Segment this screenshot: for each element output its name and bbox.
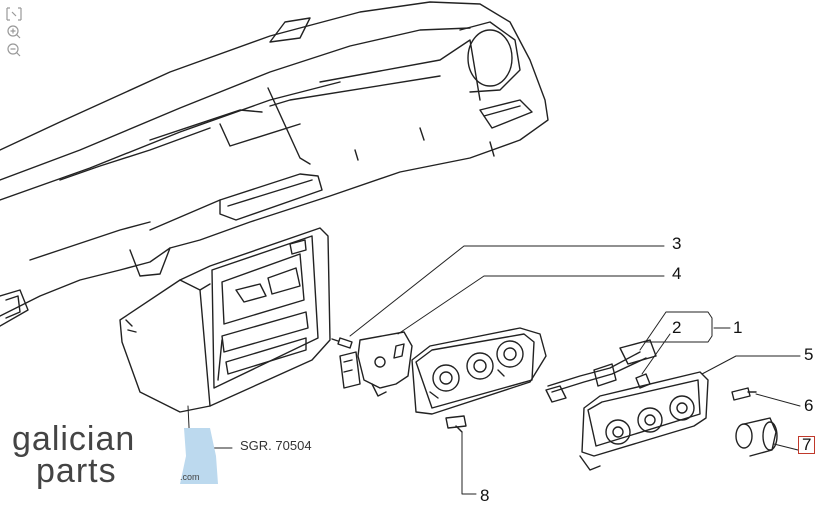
part-3-screw	[331, 337, 353, 349]
callout-7[interactable]: 7	[798, 436, 816, 454]
dashboard-panel	[0, 1, 549, 327]
part-5-front-panel	[579, 371, 709, 471]
center-console	[119, 227, 331, 413]
zoom-out-icon[interactable]	[4, 42, 24, 58]
brand-word-2: parts	[36, 452, 117, 490]
expand-icon[interactable]	[4, 6, 24, 22]
part-8-bolt	[445, 415, 467, 433]
callout-4[interactable]: 4	[672, 264, 682, 283]
brand-logo: galician parts .com	[12, 420, 218, 492]
callout-8[interactable]: 8	[480, 486, 490, 505]
part-6-screw	[731, 387, 757, 401]
part-1-wiring-harness	[545, 339, 657, 403]
zoom-controls	[4, 6, 26, 60]
brand-tld: .com	[180, 472, 200, 482]
reference-code: SGR. 70504	[240, 438, 312, 453]
callout-5[interactable]: 5	[804, 345, 814, 364]
zoom-in-icon[interactable]	[4, 24, 24, 40]
part-7-knob	[735, 417, 778, 457]
brand-word-1: galician	[12, 420, 136, 458]
leader-lines	[187, 245, 801, 495]
callout-1[interactable]: 1	[733, 318, 743, 337]
callout-3[interactable]: 3	[672, 234, 682, 253]
part-4-mounting-bracket	[339, 331, 413, 397]
callout-2[interactable]: 2	[672, 318, 682, 337]
control-assembly-plate	[411, 327, 547, 415]
brand-accent-shape	[180, 428, 218, 484]
callout-6[interactable]: 6	[804, 396, 814, 415]
